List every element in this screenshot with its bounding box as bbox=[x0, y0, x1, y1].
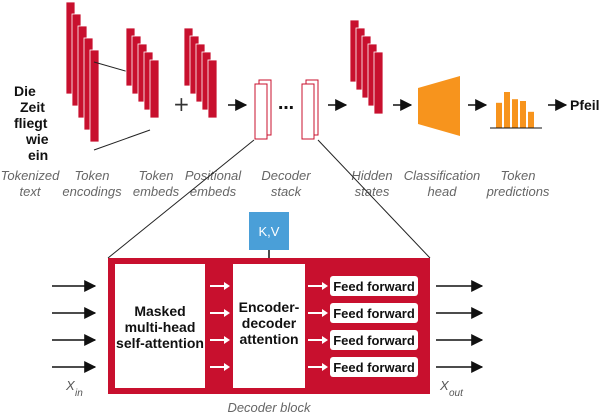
kv-box bbox=[249, 212, 289, 250]
prediction-bar bbox=[504, 92, 510, 128]
feed-forward-box bbox=[330, 330, 418, 350]
input-word: Zeit bbox=[20, 99, 45, 115]
x-in-subscript: in bbox=[75, 388, 83, 399]
decoder-stack-ellipsis: … bbox=[278, 94, 294, 113]
feed-forward-label: Feed forward bbox=[333, 279, 415, 294]
decoder-layer bbox=[301, 83, 315, 140]
connector-arrow-head bbox=[224, 282, 230, 290]
x-out-subscript: out bbox=[449, 388, 464, 399]
cross-attention-label: decoder bbox=[242, 315, 297, 331]
connector-arrow-head bbox=[322, 282, 328, 290]
feed-forward-box bbox=[330, 276, 418, 296]
ffn-connector-arrows bbox=[308, 282, 328, 371]
connector-arrow-head bbox=[322, 363, 328, 371]
token-encodings-stack bbox=[65, 1, 100, 143]
prediction-bar bbox=[520, 101, 526, 128]
masked-self-attention-label: self-attention bbox=[116, 335, 204, 351]
connector-arrow-head bbox=[322, 309, 328, 317]
caption-token-embeds: Token bbox=[139, 168, 174, 183]
caption-tokenized-text: text bbox=[20, 184, 42, 199]
caption-decoder-stack: Decoder bbox=[261, 168, 311, 183]
masked-self-attention-label: Masked bbox=[134, 303, 185, 319]
caption-classification-head: Classification bbox=[404, 168, 481, 183]
feed-forward-label: Feed forward bbox=[333, 306, 415, 321]
feed-forward-box bbox=[330, 303, 418, 323]
caption-tokenized-text: Tokenized bbox=[1, 168, 61, 183]
decoder-layer bbox=[254, 83, 268, 140]
prediction-bar bbox=[528, 111, 534, 128]
caption-decoder-stack: stack bbox=[271, 184, 303, 199]
zoom-lines bbox=[107, 139, 431, 259]
input-word: wie bbox=[25, 131, 49, 147]
input-word: Die bbox=[14, 83, 36, 99]
token-embed-bar bbox=[149, 59, 160, 119]
cross-attention-box bbox=[233, 264, 305, 388]
connector-arrow-head bbox=[224, 336, 230, 344]
input-word: fliegt bbox=[14, 115, 48, 131]
io-arrows bbox=[52, 280, 484, 373]
decoder-block-caption: Decoder block bbox=[227, 400, 312, 415]
decoder-block: Masked multi-head self-attention Encoder… bbox=[108, 258, 430, 394]
plus-sign: + bbox=[173, 92, 190, 116]
caption-token-predictions: predictions bbox=[486, 184, 550, 199]
token-predictions-histogram bbox=[496, 92, 534, 128]
masked-self-attention-label: multi-head bbox=[125, 319, 196, 335]
feed-forward-label: Feed forward bbox=[333, 333, 415, 348]
caption-token-encodings: Token bbox=[75, 168, 110, 183]
connector-arrow-head bbox=[224, 309, 230, 317]
cross-attention-label: Encoder- bbox=[239, 299, 300, 315]
caption-token-embeds: embeds bbox=[133, 184, 180, 199]
caption-token-encodings: encodings bbox=[62, 184, 122, 199]
caption-positional-embeds: Positional bbox=[185, 168, 242, 183]
decoder-stack: … bbox=[254, 79, 319, 140]
x-in-label: X bbox=[65, 378, 76, 393]
connector-arrow-head bbox=[224, 363, 230, 371]
feed-forward-box bbox=[330, 357, 418, 377]
hidden-state-bar bbox=[373, 51, 384, 115]
tokenized-text: Die Zeit fliegt wie ein bbox=[14, 83, 49, 163]
positional-embeds-stack bbox=[183, 27, 218, 119]
input-word: ein bbox=[28, 147, 48, 163]
cross-attention-label: attention bbox=[239, 331, 298, 347]
attention-connector-arrows bbox=[210, 282, 230, 371]
caption-token-predictions: Token bbox=[501, 168, 536, 183]
captions: Tokenized text Token encodings Token emb… bbox=[1, 168, 550, 199]
positional-embed-bar bbox=[207, 59, 218, 119]
connector-arrow-head bbox=[322, 336, 328, 344]
hidden-states-stack bbox=[349, 19, 384, 115]
caption-classification-head: head bbox=[428, 184, 458, 199]
masked-self-attention-box bbox=[115, 264, 205, 388]
token-embeds-stack bbox=[125, 27, 160, 119]
feed-forward-label: Feed forward bbox=[333, 360, 415, 375]
classification-head bbox=[418, 76, 460, 136]
prediction-bar bbox=[512, 99, 518, 128]
token-encoding-bar bbox=[89, 49, 100, 143]
caption-positional-embeds: embeds bbox=[190, 184, 237, 199]
caption-hidden-states: Hidden bbox=[351, 168, 392, 183]
kv-label: K,V bbox=[259, 224, 280, 239]
x-out-label: X bbox=[439, 378, 450, 393]
output-token: Pfeil bbox=[570, 97, 600, 113]
prediction-bar bbox=[496, 102, 502, 128]
